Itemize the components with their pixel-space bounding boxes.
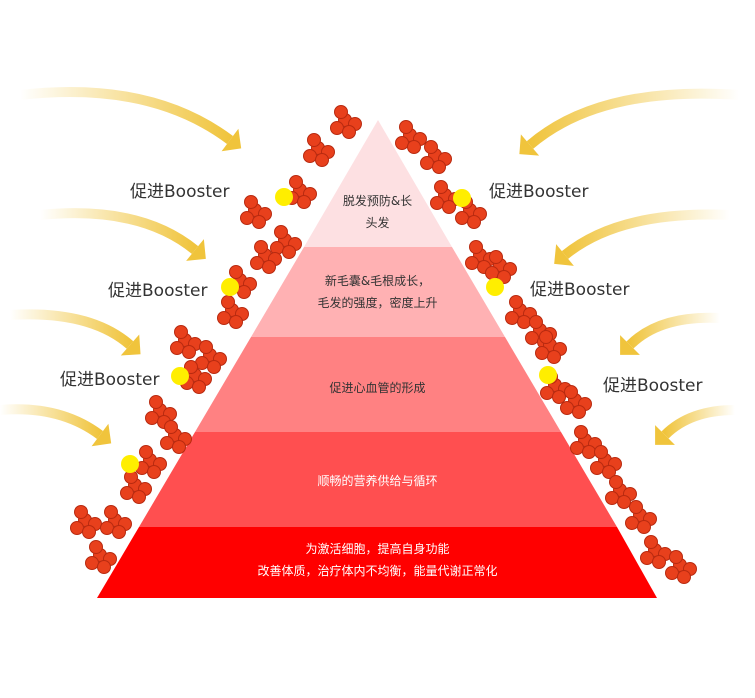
flower-cluster-icon — [570, 425, 602, 459]
flower-cluster-icon — [100, 505, 132, 539]
yellow-dot — [121, 455, 139, 473]
flower-cluster-icon — [665, 550, 697, 584]
flower-cluster-icon — [535, 330, 567, 364]
tier-5-line1: 为激活细胞，提高自身功能 — [305, 542, 450, 556]
arrow-head-icon — [655, 425, 675, 445]
flower-cluster-icon — [625, 500, 657, 534]
booster-label-right-1: 促进Booster — [489, 182, 589, 202]
arrow-7 — [661, 405, 736, 439]
arrow-head-icon — [186, 239, 206, 261]
arrow-1 — [39, 208, 199, 254]
flower-cluster-icon — [250, 240, 282, 274]
flower-cluster-icon — [217, 295, 249, 329]
arrow-head-icon — [554, 244, 574, 266]
tier-5-line2: 改善体质，治疗体内不均衡，能量代谢正常化 — [257, 564, 498, 578]
tier-2-shape — [251, 247, 505, 337]
arrow-6 — [626, 312, 721, 349]
arrow-head-icon — [120, 334, 141, 356]
tier-1-line1: 脱发预防&长 — [342, 194, 413, 208]
arrow-0 — [19, 87, 233, 145]
flower-cluster-icon — [85, 540, 117, 574]
flower-cluster-icon — [170, 325, 202, 359]
arrow-5 — [561, 209, 731, 259]
flower-cluster-icon — [505, 295, 537, 329]
flower-cluster-icon — [70, 505, 102, 539]
booster-label-left-1: 促进Booster — [130, 182, 230, 202]
yellow-dot — [453, 189, 471, 207]
tier-4-line1: 顺畅的营养供给与循环 — [317, 474, 438, 488]
flower-cluster-icon — [135, 445, 167, 479]
flower-cluster-icon — [640, 535, 672, 569]
tier-3-shape — [195, 337, 561, 432]
booster-label-right-3: 促进Booster — [603, 376, 703, 396]
arrow-head-icon — [221, 128, 242, 152]
flower-cluster-icon — [240, 195, 272, 229]
flower-cluster-icon — [270, 225, 302, 259]
flower-cluster-icon — [330, 105, 362, 139]
flower-cluster-icon — [195, 340, 227, 374]
tier-1-shape — [304, 120, 452, 247]
flower-cluster-icon — [395, 120, 427, 154]
yellow-dot — [275, 188, 293, 206]
arrow-3 — [0, 404, 103, 440]
yellow-dot — [486, 278, 504, 296]
flower-cluster-icon — [560, 385, 592, 419]
flower-cluster-icon — [303, 133, 335, 167]
booster-label-right-2: 促进Booster — [530, 280, 630, 300]
yellow-dot — [539, 366, 557, 384]
yellow-dot — [221, 278, 239, 296]
flower-cluster-icon — [420, 140, 452, 174]
tier-3-line1: 促进心血管的形成 — [329, 381, 426, 395]
tier-1-line2: 头发 — [365, 216, 390, 230]
arrow-2 — [9, 309, 134, 349]
arrow-head-icon — [519, 134, 540, 156]
flower-cluster-icon — [590, 445, 622, 479]
arrow-head-icon — [620, 335, 640, 355]
tier-2-line2: 毛发的强度，密度上升 — [317, 296, 438, 310]
arrow-head-icon — [91, 423, 112, 447]
tier-5-text: 为激活细胞，提高自身功能改善体质，治疗体内不均衡，能量代谢正常化 — [0, 538, 755, 582]
booster-label-left-3: 促进Booster — [60, 370, 160, 390]
tier-3-text: 促进心血管的形成 — [0, 377, 755, 399]
flower-cluster-icon — [605, 475, 637, 509]
tier-2-text: 新毛囊&毛根成长， 毛发的强度，密度上升 — [0, 270, 755, 314]
flower-cluster-icon — [120, 470, 152, 504]
flower-cluster-icon — [160, 420, 192, 454]
booster-label-left-2: 促进Booster — [108, 281, 208, 301]
tier-4-text: 顺畅的营养供给与循环 — [0, 470, 755, 492]
tier-4-shape — [139, 432, 617, 527]
tier-5-shape — [97, 527, 657, 598]
tier-2-line1: 新毛囊&毛根成长， — [324, 274, 431, 288]
arrow-4 — [526, 88, 741, 149]
yellow-dot — [171, 367, 189, 385]
tier-1-text: 脱发预防&长头发 — [0, 190, 755, 234]
